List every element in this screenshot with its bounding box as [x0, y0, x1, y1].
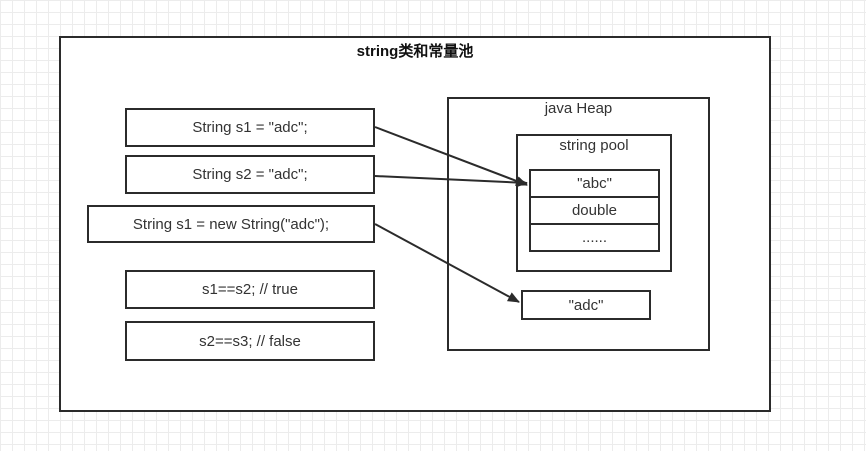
heap-object-label: "adc" — [568, 296, 604, 314]
statement-label: String s2 = "adc"; — [192, 166, 308, 183]
statement-compare-false: s2==s3; // false — [125, 321, 375, 361]
statement-label: String s1 = "adc"; — [192, 119, 308, 136]
pool-entry-label: double — [571, 202, 618, 219]
pool-entry-label: ...... — [581, 229, 607, 246]
statement-s1-new-string: String s1 = new String("adc"); — [87, 205, 375, 243]
heap-string-object: "adc" — [521, 290, 651, 320]
java-heap-title: java Heap — [544, 100, 613, 117]
pool-entry-ellipsis: ...... — [529, 223, 660, 252]
statement-label: s1==s2; // true — [202, 281, 298, 298]
pool-entry-double: double — [529, 196, 660, 225]
pool-entry-label: "abc" — [577, 175, 612, 192]
statement-compare-true: s1==s2; // true — [125, 270, 375, 309]
statement-s2-literal: String s2 = "adc"; — [125, 155, 375, 194]
diagram-title: string类和常量池 — [356, 43, 474, 60]
pool-entry-abc: "abc" — [529, 169, 660, 198]
string-pool-title: string pool — [559, 137, 629, 154]
statement-s1-literal: String s1 = "adc"; — [125, 108, 375, 147]
statement-label: s2==s3; // false — [199, 332, 301, 350]
statement-label: String s1 = new String("adc"); — [132, 215, 330, 233]
